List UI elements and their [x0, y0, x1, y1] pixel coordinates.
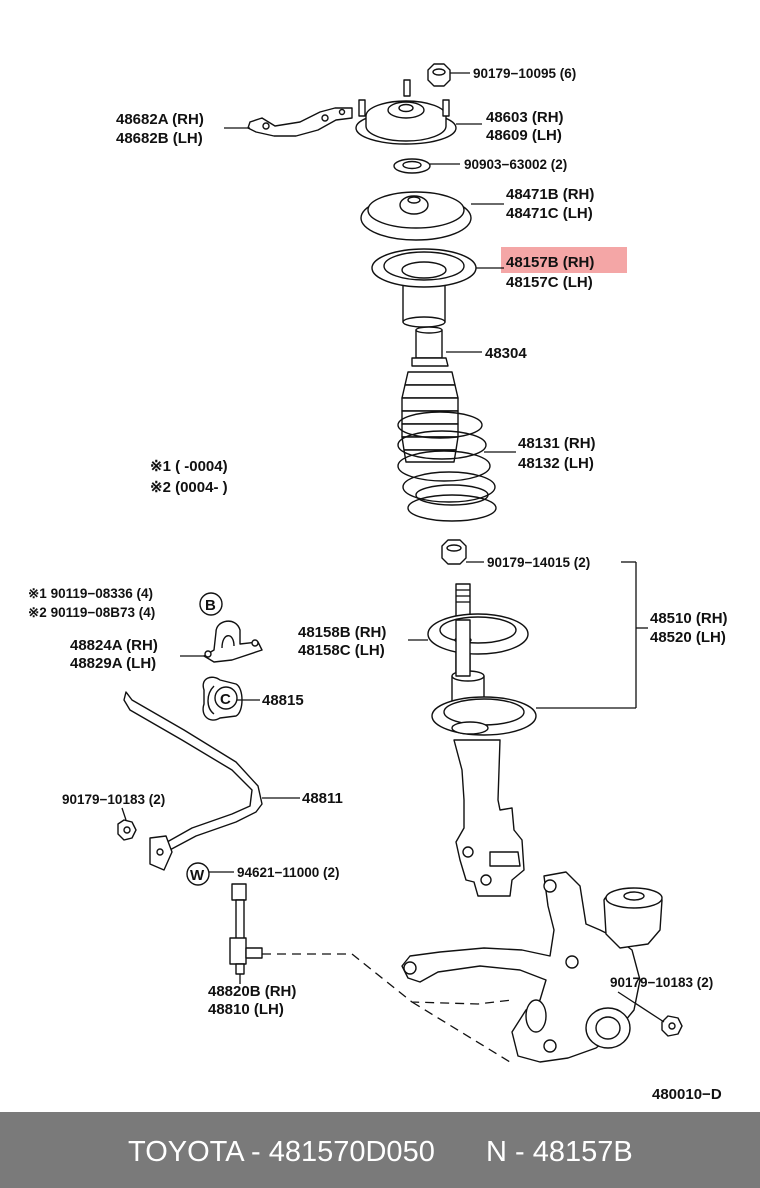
bound-stopper-48304[interactable] [411, 326, 449, 367]
marker-b [199, 592, 223, 616]
nut-90179-14015[interactable] [441, 539, 467, 565]
bracket-48682a[interactable] [247, 107, 353, 137]
parts-diagram: ※1 ( -0004) ※2 (0004- ) [28, 63, 728, 1103]
label-48810: 48810 (LH) [208, 1001, 284, 1018]
label-48682b: 48682B (LH) [116, 130, 203, 147]
label-90119-08b73: ※2 90119−08B73 (4) [28, 605, 155, 620]
nut-90179-10183-a[interactable] [117, 819, 137, 841]
label-48820b: 48820B (RH) [208, 983, 296, 1000]
marker-w-label: W [190, 867, 205, 884]
label-90119-08336: ※1 90119−08336 (4) [28, 586, 153, 601]
highlight-48157b [501, 247, 627, 273]
label-48471b: 48471B (RH) [506, 186, 594, 203]
label-48131: 48131 (RH) [518, 435, 596, 452]
label-48158b: 48158B (RH) [298, 624, 386, 641]
label-48471c: 48471C (LH) [506, 205, 593, 222]
label-48304: 48304 [485, 345, 527, 362]
label-94621-11000: 94621−11000 (2) [237, 865, 339, 880]
label-48510: 48510 (RH) [650, 610, 728, 627]
marker-w [186, 862, 210, 886]
marker-c [214, 686, 238, 710]
label-48829a: 48829A (LH) [70, 655, 156, 672]
label-48824a: 48824A (RH) [70, 637, 158, 654]
label-48157c: 48157C (LH) [506, 274, 593, 291]
label-48158c: 48158C (LH) [298, 642, 385, 659]
footer-part-number: TOYOTA - 481570D050 [128, 1136, 435, 1168]
label-48603: 48603 (RH) [486, 109, 564, 126]
label-90179-14015: 90179−14015 (2) [487, 555, 590, 570]
marker-b-label: B [205, 597, 216, 614]
stabilizer-bracket-48824a[interactable] [203, 620, 263, 663]
label-90903-63002: 90903−63002 (2) [464, 157, 567, 172]
label-48811: 48811 [302, 790, 343, 807]
footer-ref-number: N - 48157B [486, 1136, 633, 1168]
label-48157b: 48157B (RH) [506, 254, 594, 271]
coil-spring-48131[interactable] [397, 371, 497, 522]
lower-ball-joint [603, 887, 663, 949]
diagram-code: 480010−D [652, 1086, 722, 1103]
seal-90903-63002[interactable] [393, 158, 431, 174]
nut-90179-10095[interactable] [427, 63, 451, 87]
stabilizer-link-48820b[interactable] [229, 883, 263, 975]
label-90179-10183-a: 90179−10183 (2) [62, 792, 165, 807]
lower-spring-seat-48158[interactable] [427, 613, 529, 655]
label-48682a: 48682A (RH) [116, 111, 204, 128]
nut-90179-10183-b[interactable] [661, 1015, 683, 1037]
label-48815: 48815 [262, 692, 304, 709]
footer-bar: TOYOTA - 481570D050 N - 48157B [0, 1112, 760, 1188]
label-48132: 48132 (LH) [518, 455, 594, 472]
spring-bumper-insulator-48157[interactable] [371, 248, 477, 328]
steering-knuckle [401, 871, 641, 1063]
upper-spring-seat-48471[interactable] [360, 191, 472, 241]
note-2: ※2 (0004- ) [150, 479, 228, 496]
strut-support-48603[interactable] [355, 79, 457, 145]
label-90179-10095: 90179−10095 (6) [473, 66, 576, 81]
label-48609: 48609 (LH) [486, 127, 562, 144]
label-48520: 48520 (LH) [650, 629, 726, 646]
marker-c-label: C [220, 691, 231, 708]
note-1: ※1 ( -0004) [150, 458, 228, 475]
stabilizer-bar-48811[interactable] [123, 691, 263, 871]
label-90179-10183-b: 90179−10183 (2) [610, 975, 713, 990]
